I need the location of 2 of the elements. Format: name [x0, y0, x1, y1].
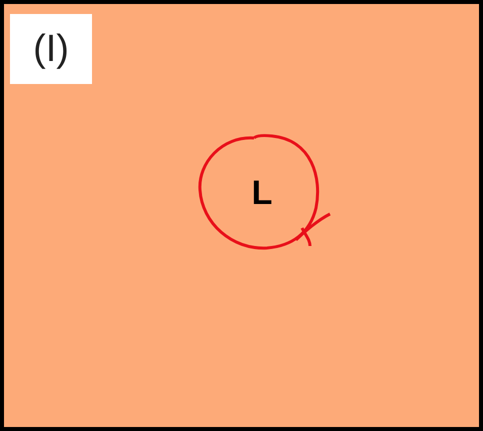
label-box: (I): [10, 14, 92, 84]
circled-letter: L: [192, 128, 332, 258]
